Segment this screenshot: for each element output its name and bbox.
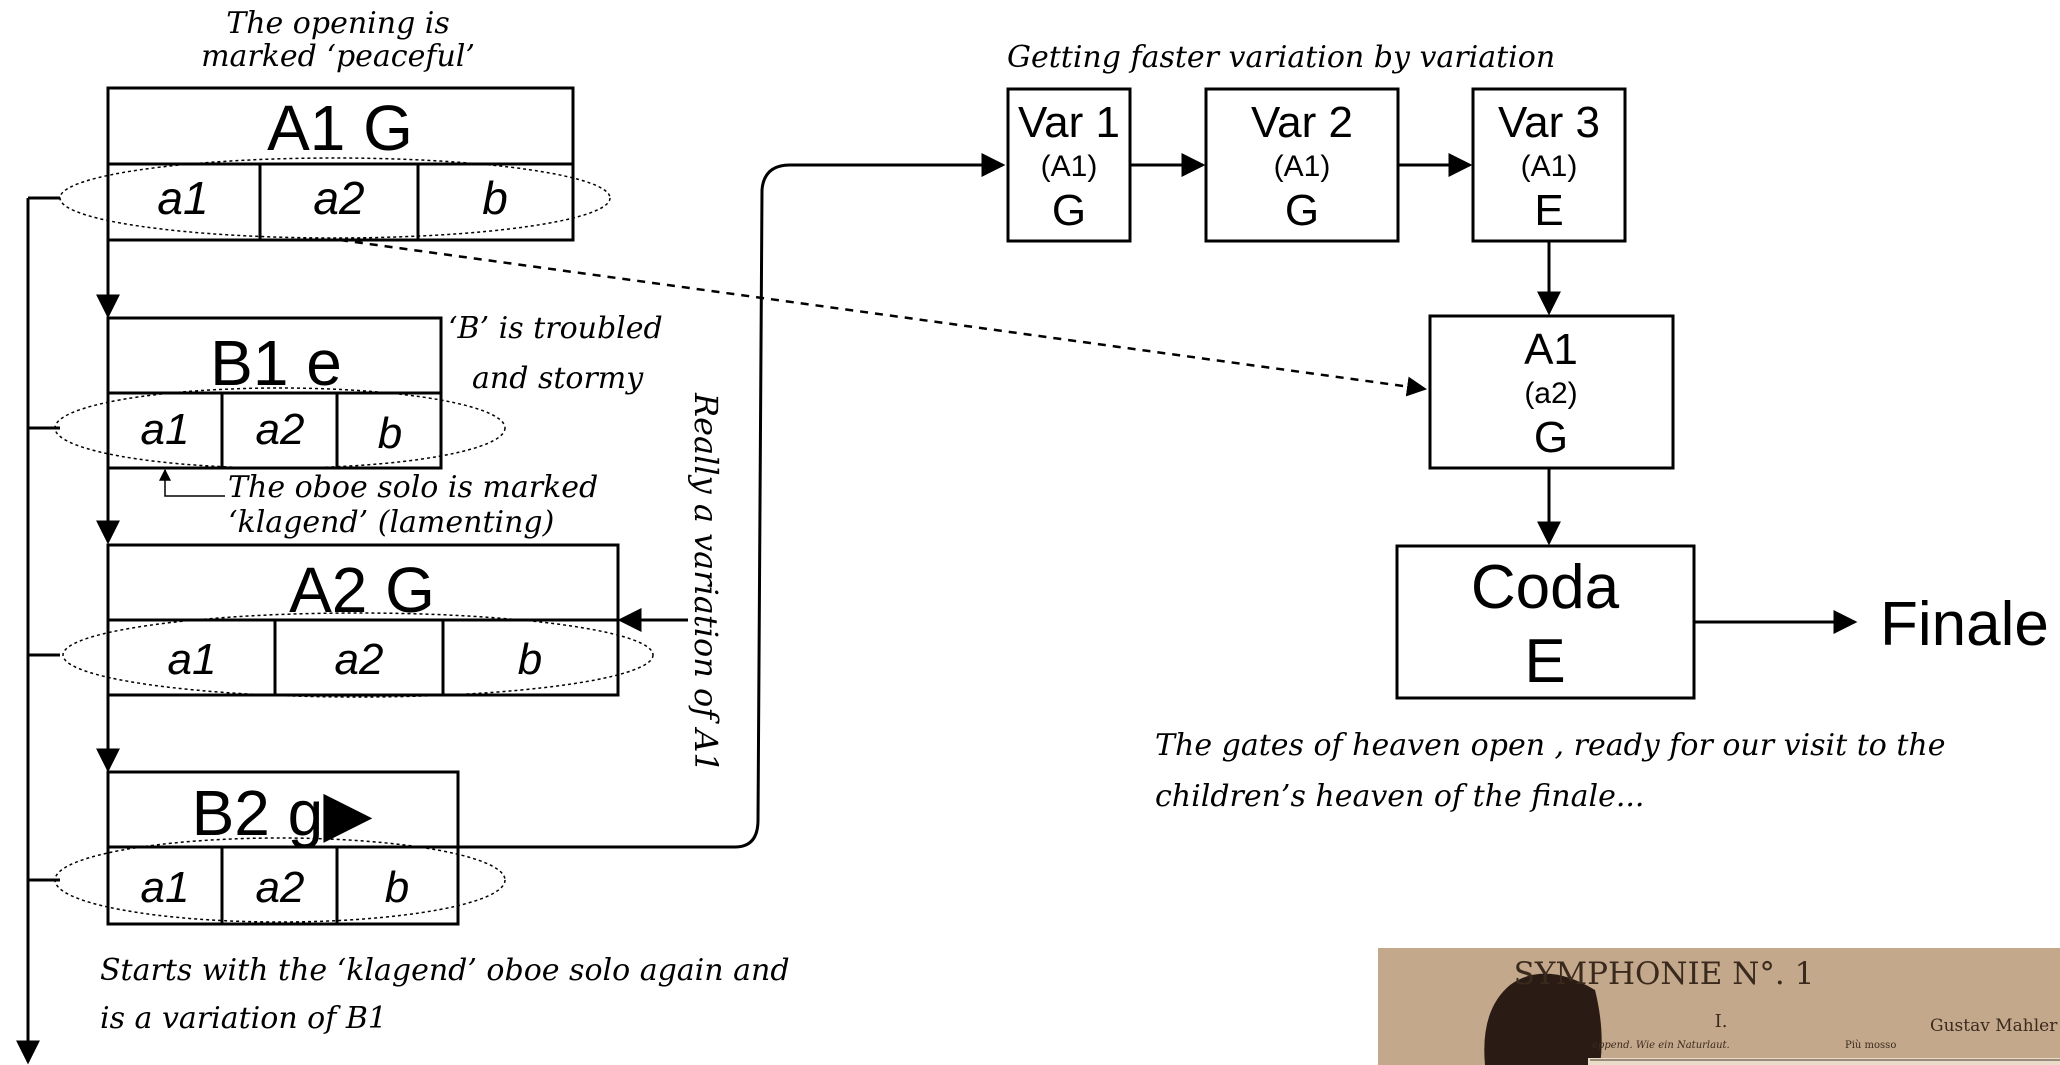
note-really-variation: Really a variation of A1 <box>687 392 725 773</box>
score-tempo-right: Più mosso <box>1845 1040 1896 1051</box>
section-a1-sub-2: a2 <box>313 172 364 224</box>
var-box-1: Var 1 (A1) G <box>1006 87 1132 243</box>
a1-return-box: A1 (a2) G <box>1428 314 1675 470</box>
var-2-theme: (A1) <box>1274 150 1331 183</box>
section-a2-group-ellipse <box>62 612 654 698</box>
section-a1-sub-3: b <box>482 172 508 224</box>
note-starts-line2: is a variation of B1 <box>100 1001 387 1036</box>
section-a2: A2 G a1 a2 b <box>62 543 654 698</box>
section-b1-sub-1: a1 <box>141 405 190 454</box>
section-a2-sub-1: a1 <box>168 635 217 684</box>
coda-box: Coda E <box>1395 544 1696 700</box>
section-b2-sub-1: a1 <box>141 863 190 912</box>
arrow-b2-to-var1 <box>458 153 1006 849</box>
score-composer: Gustav Mahler <box>1930 1016 2058 1036</box>
score-tempo-left: eppend. Wie ein Naturlaut. <box>1592 1040 1730 1051</box>
note-b-troubled-line2: and stormy <box>472 361 644 396</box>
section-b1-sub-3: b <box>378 409 402 458</box>
section-b1-group-ellipse <box>54 387 506 469</box>
note-opening-line2: marked ‘peaceful’ <box>201 39 475 74</box>
section-a2-sub-2: a2 <box>335 635 384 684</box>
section-a1-group-ellipse <box>59 157 611 239</box>
var-1-key: G <box>1052 186 1086 235</box>
finale-label: Finale <box>1880 590 2049 659</box>
note-oboe-line1: The oboe solo is marked <box>228 470 598 505</box>
coda-key: E <box>1524 627 1565 696</box>
coda-name: Coda <box>1471 553 1620 622</box>
section-b1: B1 e a1 a2 b <box>54 316 506 470</box>
section-a1: A1 G a1 a2 b <box>59 86 611 242</box>
var-3-key: E <box>1534 186 1563 235</box>
score-movement: I. <box>1715 1011 1728 1032</box>
var-2-key: G <box>1285 186 1319 235</box>
var-1-name: Var 1 <box>1018 98 1120 147</box>
section-a2-title: A2 G <box>289 554 435 626</box>
note-gates-line2: children’s heaven of the finale... <box>1155 779 1644 814</box>
section-b1-sub-2: a2 <box>256 405 305 454</box>
dashed-a2-to-a1-return <box>339 238 1427 397</box>
section-b2-title: B2 g▶ <box>192 777 374 849</box>
var-3-name: Var 3 <box>1498 98 1600 147</box>
section-b2-group-ellipse <box>54 837 506 923</box>
note-starts-line1: Starts with the ‘klagend’ oboe solo agai… <box>100 953 790 988</box>
note-getting-faster: Getting faster variation by variation <box>1007 40 1555 75</box>
var-box-3: Var 3 (A1) E <box>1471 87 1627 243</box>
composer-portrait <box>1484 973 1602 1065</box>
a1-return-key: G <box>1534 413 1568 462</box>
section-b2-sub-3: b <box>385 863 409 912</box>
note-oboe-line2: ‘klagend’ (lamenting) <box>228 505 554 540</box>
section-b2: B2 g▶ a1 a2 b <box>54 770 506 926</box>
section-a1-sub-1: a1 <box>157 172 208 224</box>
a1-return-theme: (a2) <box>1524 377 1577 410</box>
note-gates-line1: The gates of heaven open , ready for our… <box>1155 728 1946 763</box>
note-b-troubled-line1: ‘B’ is troubled <box>448 311 663 346</box>
score-image: SYMPHONIE N°. 1 I. Gustav Mahler eppend.… <box>1378 948 2060 1065</box>
a1-return-name: A1 <box>1524 325 1578 374</box>
var-3-theme: (A1) <box>1521 150 1578 183</box>
section-a2-sub-3: b <box>518 635 542 684</box>
note-opening-line1: The opening is <box>226 6 450 41</box>
score-title: SYMPHONIE N°. 1 <box>1514 956 1815 992</box>
section-a1-title: A1 G <box>267 92 413 164</box>
var-1-theme: (A1) <box>1041 150 1098 183</box>
var-box-2: Var 2 (A1) G <box>1204 87 1400 243</box>
section-b1-title: B1 e <box>210 327 342 399</box>
oboe-pointer <box>159 468 225 497</box>
var-2-name: Var 2 <box>1251 98 1353 147</box>
section-b2-sub-2: a2 <box>256 863 305 912</box>
